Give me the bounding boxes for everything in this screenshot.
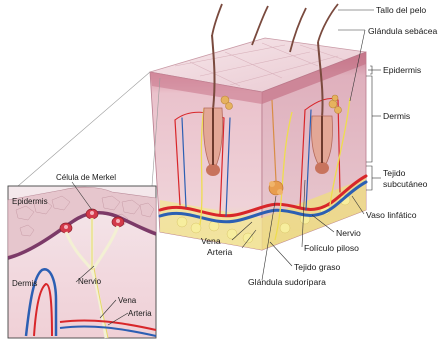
inset-label-epidermis: Epidermis <box>12 197 48 206</box>
label-vaso-linfatico: Vaso linfático <box>366 210 417 220</box>
inset-connectors <box>18 72 160 186</box>
label-epidermis: Epidermis <box>383 65 421 75</box>
skin-block <box>150 4 366 250</box>
label-tejido-1: Tejido <box>383 168 406 178</box>
inset-label-dermis: Dermis <box>12 279 37 288</box>
inset-label-vena: Vena <box>118 296 137 305</box>
label-glandula-sebacea: Glándula sebácea <box>368 26 437 36</box>
label-foliculo-piloso: Folículo piloso <box>304 243 359 253</box>
label-nervio: Nervio <box>336 228 361 238</box>
label-tejido-2: subcutáneo <box>383 179 428 189</box>
inset-label-nervio: Nervio <box>78 277 102 286</box>
inset-label-celula-merkel: Célula de Merkel <box>56 173 116 182</box>
label-tejido-graso: Tejido graso <box>294 262 341 272</box>
inset-magnification: Célula de Merkel Epidermis Nervio Dermis… <box>8 173 156 338</box>
label-vena: Vena <box>201 236 221 246</box>
label-arteria: Arteria <box>207 247 233 257</box>
label-glandula-sudoripara: Glándula sudorípara <box>248 277 326 287</box>
label-dermis: Dermis <box>383 111 410 121</box>
label-tallo-pelo: Tallo del pelo <box>376 5 426 15</box>
inset-label-arteria: Arteria <box>128 309 152 318</box>
